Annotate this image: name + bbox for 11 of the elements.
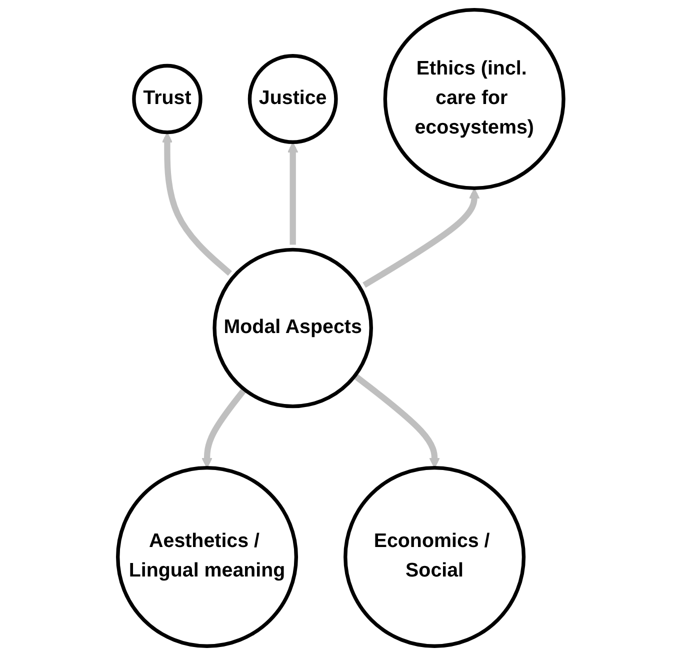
node-circle: Ethics (incl. care for ecosystems) xyxy=(384,8,566,190)
arrow xyxy=(162,132,232,276)
node-circle: Justice xyxy=(248,54,338,144)
arrow xyxy=(288,142,299,245)
node-circle: Economics / Social xyxy=(344,466,526,648)
arrow xyxy=(362,188,480,288)
arrow xyxy=(353,373,440,468)
arrow xyxy=(202,388,248,468)
node-circle: Trust xyxy=(132,64,203,134)
node-circle: Aesthetics / Lingual meaning xyxy=(116,466,298,648)
node-circle: Modal Aspects xyxy=(213,248,374,408)
